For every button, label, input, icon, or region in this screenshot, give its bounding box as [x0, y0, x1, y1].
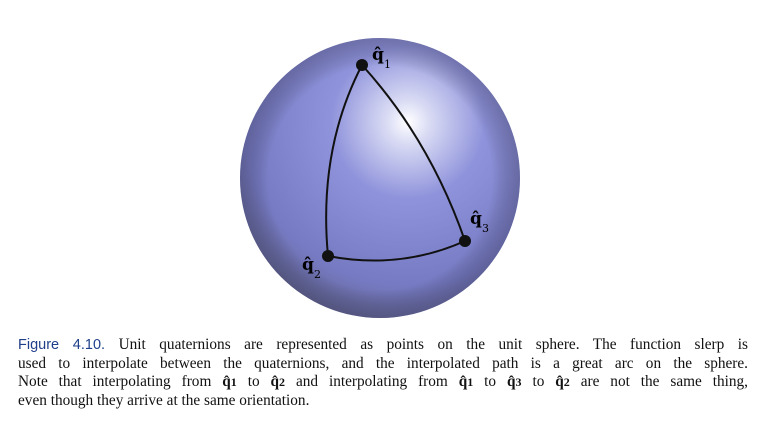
- caption-line-2: used to interpolate between the quaterni…: [18, 354, 748, 372]
- figure-caption: Figure 4.10. Unit quaternions are repres…: [18, 336, 748, 410]
- caption-text-3a: Note that interpolating from: [18, 373, 223, 391]
- figure-number: Figure 4.10.: [18, 337, 106, 353]
- label-q3-subscript: 3: [482, 222, 489, 235]
- caption-text-3c: and interpolating from: [285, 373, 459, 391]
- caption-text-3e: to: [521, 373, 556, 391]
- point-q3: [459, 235, 471, 247]
- label-q1: q̂: [372, 45, 384, 65]
- great-arc-q2-q3: [327, 240, 466, 262]
- great-arc-q1-q3: [361, 64, 466, 242]
- q-subscript: 1: [467, 375, 474, 390]
- caption-line-4: even though they arrive at the same orie…: [18, 391, 310, 409]
- q-subscript: 3: [515, 375, 522, 390]
- point-q2: [322, 250, 334, 262]
- caption-text-1: Unit quaternions are represented as poin…: [105, 336, 748, 353]
- label-q1-subscript: 1: [384, 58, 391, 71]
- point-q1: [356, 59, 368, 71]
- caption-line-1: Figure 4.10. Unit quaternions are repres…: [18, 336, 748, 355]
- sphere-rim-shading: [240, 38, 520, 318]
- great-arc-q1-q2: [325, 64, 363, 257]
- q-symbol: q̂: [222, 373, 231, 391]
- caption-text-3d: to: [473, 373, 507, 391]
- sphere-illustration: q̂ 1 q̂ 2 q̂ 3: [240, 38, 520, 318]
- q-subscript: 2: [279, 375, 286, 390]
- label-q3: q̂: [470, 209, 482, 229]
- q-symbol: q̂: [555, 373, 564, 391]
- q-subscript: 1: [230, 375, 237, 390]
- caption-text-3b: to: [236, 373, 271, 391]
- caption-text-3f: are not the same thing,: [569, 373, 749, 391]
- q-symbol: q̂: [458, 373, 468, 391]
- q-subscript: 2: [563, 375, 570, 390]
- q-symbol: q̂: [507, 373, 516, 391]
- q-symbol: q̂: [270, 373, 280, 391]
- label-q2: q̂: [302, 255, 314, 275]
- caption-line-3: Note that interpolating from q̂1 to q̂2 …: [18, 373, 748, 392]
- label-q2-subscript: 2: [314, 268, 321, 281]
